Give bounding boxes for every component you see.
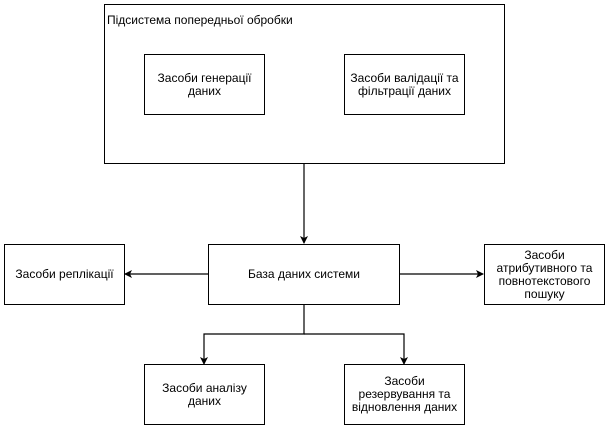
system-database-node: База даних системи (208, 244, 400, 305)
data-generation-node: Засоби генерації даних (144, 54, 265, 115)
system-database-label: База даних системи (248, 267, 360, 281)
data-analysis-node: Засоби аналізу даних (144, 364, 265, 425)
data-validation-node: Засоби валідації та фільтрації даних (344, 54, 465, 115)
backup-restore-label: Засоби резервування та відновлення даних (351, 374, 458, 414)
data-analysis-label: Засоби аналізу даних (162, 380, 247, 408)
replication-node: Засоби реплікації (4, 244, 125, 305)
replication-label: Засоби реплікації (15, 267, 114, 281)
data-validation-label: Засоби валідації та фільтрації даних (350, 70, 459, 98)
edge-database-to-analysis (200, 305, 305, 365)
data-generation-label: Засоби генерації даних (157, 70, 252, 98)
subsystem-title: Підсистема попередньої обробки (107, 13, 293, 27)
search-node: Засоби атрибутивного та повнотекстового … (484, 244, 605, 305)
edge-database-to-backup (304, 333, 408, 365)
search-label: Засоби атрибутивного та повнотекстового … (496, 247, 593, 301)
backup-restore-node: Засоби резервування та відновлення даних (344, 364, 465, 425)
